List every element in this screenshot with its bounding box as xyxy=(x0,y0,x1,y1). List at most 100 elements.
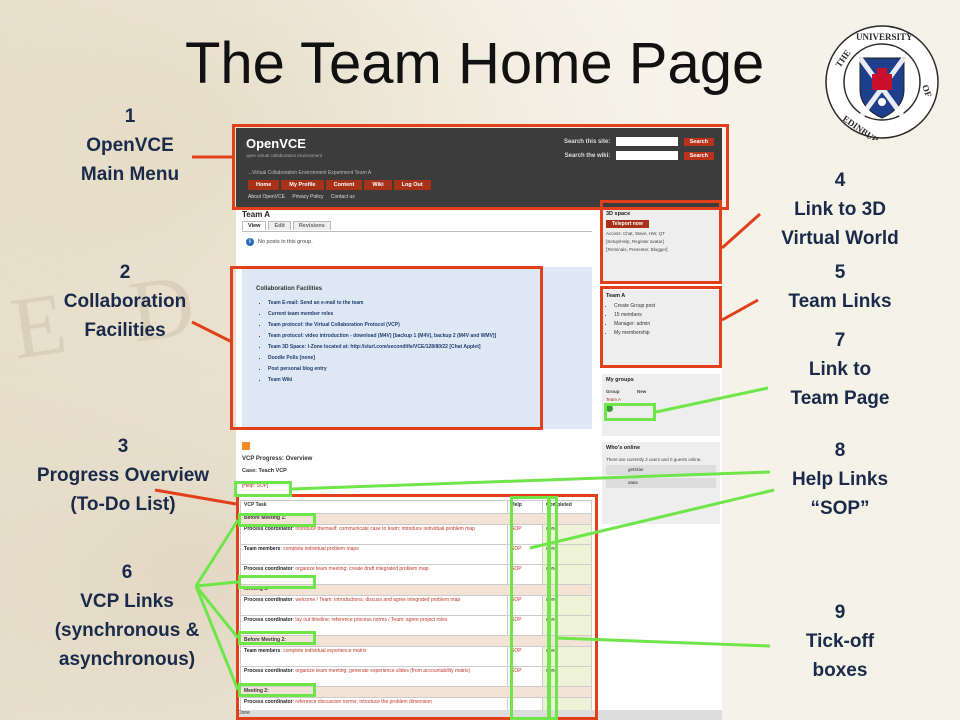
whos-online-block: Who's online There are currently 2 users… xyxy=(602,442,720,524)
collab-item[interactable]: Team 3D Space: I-Zone located at: http:/… xyxy=(268,342,592,353)
annotation-line: “SOP” xyxy=(810,498,870,519)
annotation-number: 5 xyxy=(834,262,846,283)
annotation-7: 7 Link to Team Page xyxy=(750,326,930,413)
access-line[interactable]: Access: Chat, Wave, HW, QT xyxy=(606,231,665,236)
table-row: Process coordinator: organize team meeti… xyxy=(240,564,592,585)
annotation-5: 5 Team Links xyxy=(750,258,930,316)
annotation-line: (To-Do List) xyxy=(70,494,176,515)
annotation-number: 2 xyxy=(119,262,131,283)
slide-title: The Team Home Page xyxy=(185,31,765,96)
nav-home[interactable]: Home xyxy=(248,180,280,190)
collab-item[interactable]: Team E-mail: Send an e-mail to the team xyxy=(268,298,592,309)
annotation-line: Tick-off xyxy=(805,631,875,652)
task-link[interactable]: organize team meeting; generate experien… xyxy=(295,668,471,674)
annotation-line: OpenVCE xyxy=(86,135,174,156)
info-icon: i xyxy=(246,238,254,246)
whos-online-text: There are currently 2 users and 0 guests… xyxy=(606,457,702,462)
online-user[interactable]: getzkier xyxy=(606,465,716,475)
table-row: Process coordinator: organize team meeti… xyxy=(240,666,592,687)
tab-edit[interactable]: Edit xyxy=(268,221,291,230)
task-role: Process coordinator xyxy=(244,566,293,572)
annotation-2: 2 Collaboration Facilities xyxy=(40,258,210,345)
annotation-9: 9 Tick-off boxes xyxy=(750,598,930,685)
subnav-about[interactable]: About OpenVCE xyxy=(248,194,285,200)
site-search-input[interactable] xyxy=(615,137,678,146)
task-link[interactable]: complete individual problem maps xyxy=(283,546,359,552)
nav-content[interactable]: Content xyxy=(325,180,363,190)
callout-box-vcp-group-1 xyxy=(238,513,316,527)
annotation-line: Help Links xyxy=(791,469,889,490)
nav-my-profile[interactable]: My Profile xyxy=(281,180,324,190)
task-role: Process coordinator xyxy=(244,526,293,532)
terminals-line[interactable]: [Terminals, Presenter, Blogger] xyxy=(606,247,668,252)
task-role: Process coordinator xyxy=(244,597,293,603)
groups-item-team-a[interactable]: Team A xyxy=(606,397,622,402)
tick-off-cell[interactable]: done xyxy=(542,666,592,687)
openvce-logo-subtitle: open virtual collaboration environment xyxy=(246,153,323,158)
progress-title: VCP Progress: Overview xyxy=(242,456,313,462)
annotation-line: Link to 3D xyxy=(794,199,886,220)
task-role: Process coordinator xyxy=(244,699,293,705)
annotation-6: 6 VCP Links (synchronous & asynchronous) xyxy=(12,558,242,674)
team-links-list: Create Group post 15 members Manager: ad… xyxy=(602,302,720,338)
collab-item[interactable]: Team Wiki xyxy=(268,375,592,386)
wiki-search-label: Search the wiki: xyxy=(564,153,611,160)
team-link[interactable]: Create Group post xyxy=(614,302,720,311)
annotation-line: Team Page xyxy=(790,388,890,409)
collab-item[interactable]: Team protocol: the Virtual Collaboration… xyxy=(268,320,592,331)
wiki-search-button[interactable]: Search xyxy=(683,151,714,160)
rss-icon[interactable] xyxy=(242,442,250,450)
university-of-edinburgh-crest-icon: THE UNIVERSITY OF EDINBURGH xyxy=(825,25,939,140)
groups-item-icon xyxy=(606,405,716,413)
team-link[interactable]: 15 members xyxy=(614,311,720,320)
tab-view[interactable]: View xyxy=(242,221,267,230)
wiki-search-input[interactable] xyxy=(615,151,678,160)
teleport-button[interactable]: Teleport now xyxy=(606,220,649,228)
collab-item[interactable]: Post personal blog entry xyxy=(268,364,592,375)
callout-box-vcp-group-4 xyxy=(238,683,316,697)
team-block-title: Team A xyxy=(606,293,626,299)
callout-box-help-sop xyxy=(234,481,292,497)
task-link[interactable]: complete individual experience matrix xyxy=(283,648,367,654)
task-link[interactable]: introduce themself; communicate case to … xyxy=(295,526,475,532)
openvce-logo[interactable]: OpenVCE xyxy=(246,136,306,151)
callout-box-collaboration xyxy=(230,266,543,430)
collab-item[interactable]: Doodle Polls [none] xyxy=(268,353,592,364)
whos-online-title: Who's online xyxy=(606,445,640,451)
annotation-number: 7 xyxy=(834,330,846,351)
collab-item[interactable]: Current team member roles xyxy=(268,309,592,320)
subnav-contact[interactable]: Contact us xyxy=(330,194,355,200)
3d-space-title: 3D space xyxy=(606,211,631,217)
task-link[interactable]: welcome / Team: introductions; discuss a… xyxy=(295,597,461,603)
callout-box-sop-column xyxy=(510,496,550,720)
svg-text:UNIVERSITY: UNIVERSITY xyxy=(856,32,913,42)
callout-box-vcp-group-3 xyxy=(238,631,316,645)
tab-revisions[interactable]: Revisions xyxy=(292,221,331,230)
team-link[interactable]: My membership xyxy=(614,329,720,338)
team-title: Team A xyxy=(242,210,271,219)
nav-log-out[interactable]: Log Out xyxy=(393,180,431,190)
collaboration-facilities: Collaboration Facilities Team E-mail: Se… xyxy=(242,267,592,429)
setup-line[interactable]: [Setup/Help, Register avatar] xyxy=(606,239,664,244)
subnav-privacy[interactable]: Privacy Policy xyxy=(292,194,324,200)
collab-item[interactable]: Team protocol: video introduction - down… xyxy=(268,331,592,342)
annotation-line: Main Menu xyxy=(80,164,180,185)
online-user[interactable]: atate xyxy=(606,478,716,488)
collaboration-title: Collaboration Facilities xyxy=(256,286,323,292)
nav-wiki[interactable]: Wiki xyxy=(364,180,392,190)
tick-off-cell[interactable]: done xyxy=(542,615,592,636)
task-link[interactable]: lay out timeline; reference process norm… xyxy=(295,617,448,623)
task-link[interactable]: organize team meeting; create draft inte… xyxy=(295,566,429,572)
my-groups-title: My groups xyxy=(606,377,634,383)
task-link[interactable]: reference discussion norms; introduce th… xyxy=(295,699,432,705)
annotation-number: 1 xyxy=(124,106,136,127)
table-row: Process coordinator: lay out timeline; r… xyxy=(240,615,592,636)
site-search-button[interactable]: Search xyxy=(683,137,714,146)
annotation-3: 3 Progress Overview (To-Do List) xyxy=(8,432,238,519)
annotation-number: 4 xyxy=(834,170,846,191)
progress-help-link[interactable]: [Help: SOP] xyxy=(242,483,269,489)
team-link[interactable]: Manager: admin xyxy=(614,320,720,329)
team-links-block: Team A Create Group post 15 members Mana… xyxy=(602,290,720,366)
